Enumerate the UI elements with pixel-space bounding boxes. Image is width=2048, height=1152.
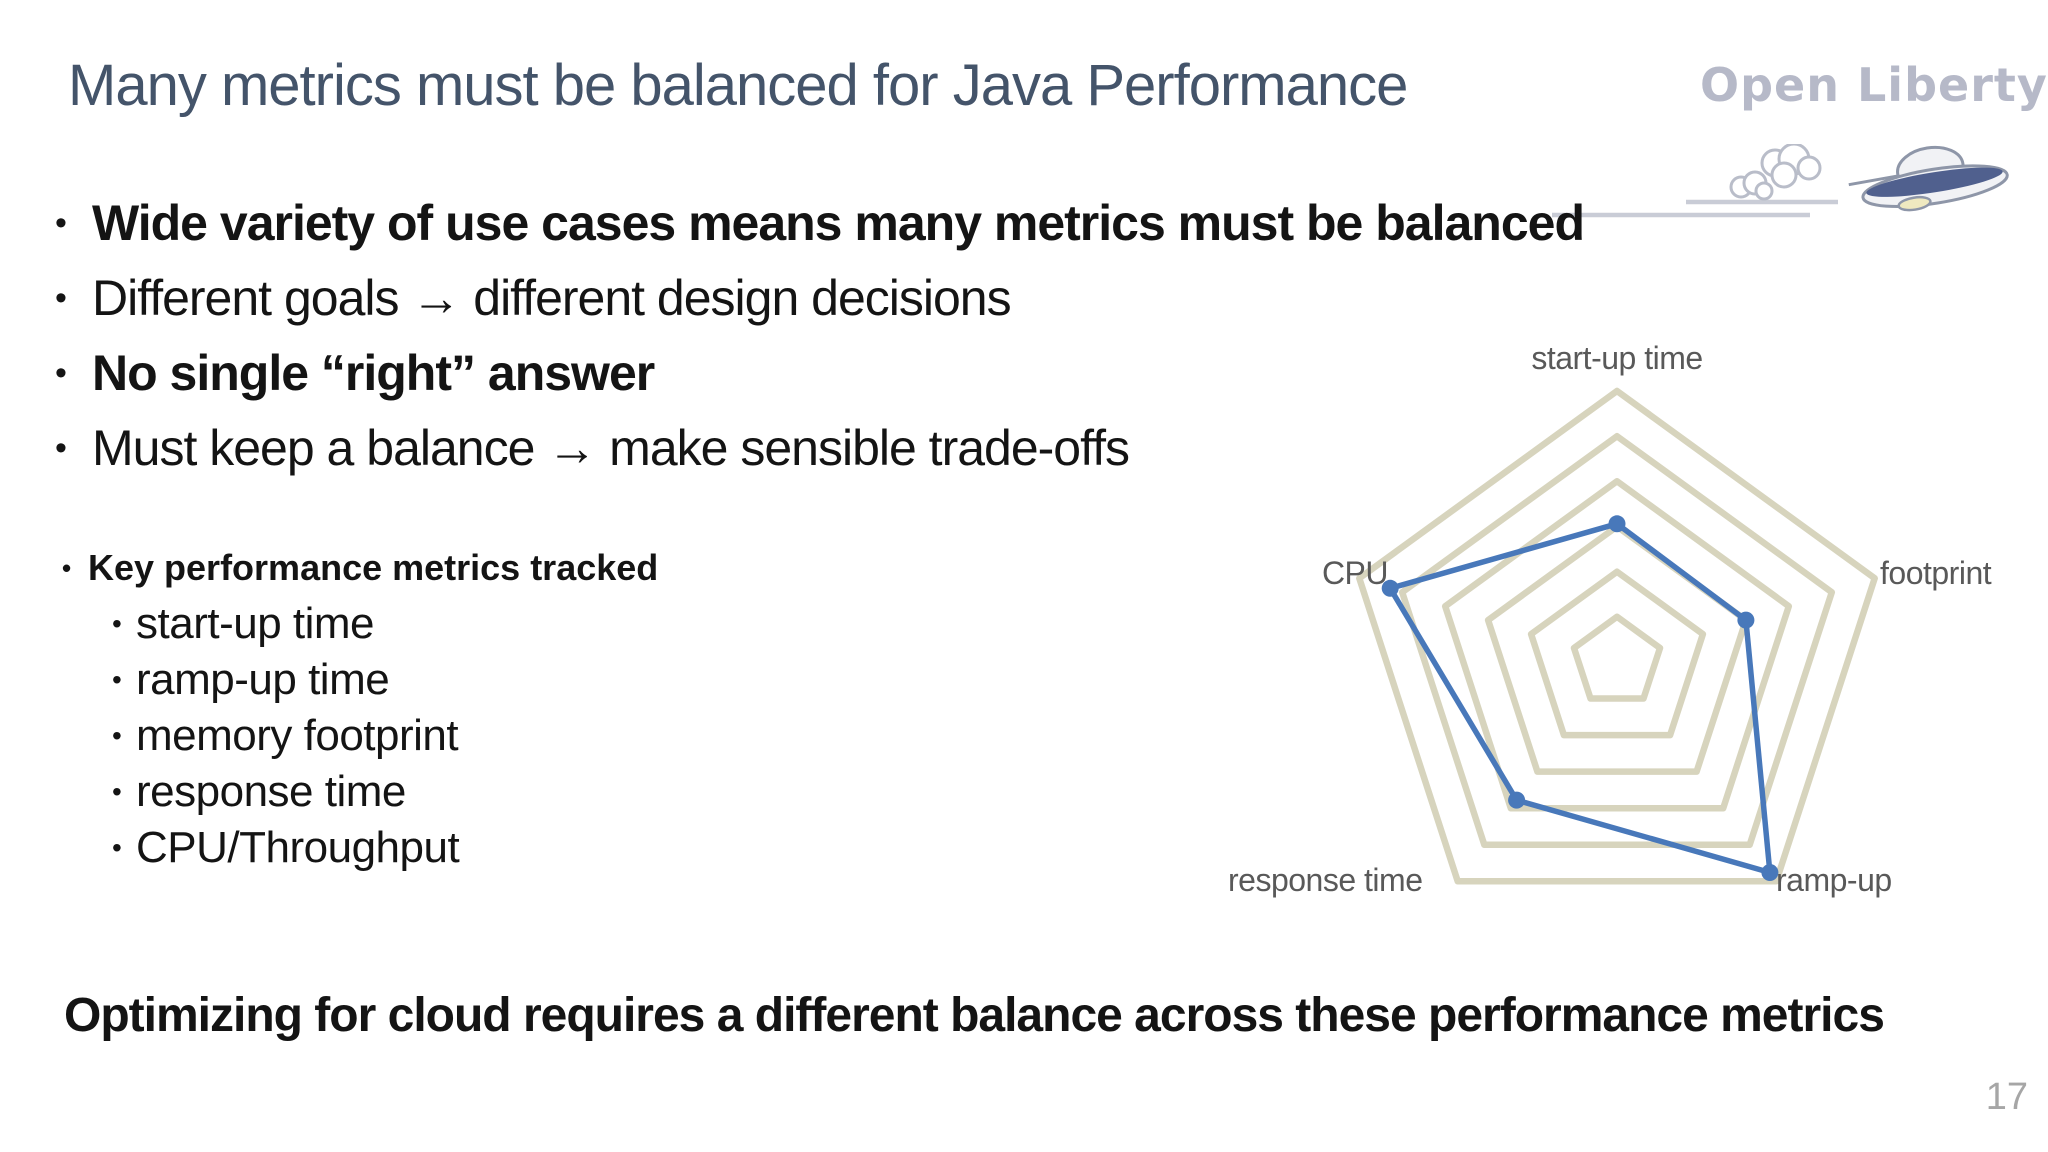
- radar-axis-label-rampup: ramp-up: [1776, 862, 1892, 898]
- radar-axis-label-startup: start-up time: [1531, 340, 1703, 376]
- bullet-item: • No single “right” answer: [55, 336, 1584, 411]
- radar-grid-ring: [1441, 478, 1793, 812]
- radar-axis-label-footprint: footprint: [1880, 555, 1992, 591]
- radar-grid-ring: [1527, 568, 1707, 739]
- metric-text: start-up time: [136, 599, 375, 648]
- list-item: • start-up time: [112, 596, 658, 652]
- bullet-marker: •: [112, 608, 122, 639]
- list-item: • memory footprint: [112, 708, 658, 764]
- key-metrics-section: • Key performance metrics tracked • star…: [62, 540, 658, 876]
- radar-chart: start-up time footprint ramp-up response…: [1180, 320, 2025, 945]
- logo-wordmark: Open Liberty: [1700, 58, 2048, 112]
- bullet-marker: •: [112, 720, 122, 751]
- takeaway-statement: Optimizing for cloud requires a differen…: [64, 989, 1885, 1042]
- radar-grid-ring: [1570, 613, 1664, 702]
- radar-data-point: [1508, 791, 1526, 809]
- radar-data-point: [1381, 579, 1399, 597]
- bullet-text: No single “right” answer: [92, 345, 655, 401]
- radar-chart-canvas: [1356, 387, 1878, 885]
- radar-axis-label-response: response time: [1228, 862, 1423, 898]
- bullet-marker: •: [112, 832, 122, 863]
- bullet-marker: •: [55, 204, 67, 242]
- bullet-text: Wide variety of use cases means many met…: [92, 195, 1585, 251]
- list-item: • CPU/Throughput: [112, 820, 658, 876]
- bullet-marker: •: [112, 776, 122, 807]
- open-liberty-logo: Open Liberty: [1700, 58, 2047, 112]
- metric-text: response time: [136, 767, 406, 816]
- smoke-clouds-icon: [1729, 144, 1822, 201]
- bullet-marker: •: [55, 429, 67, 467]
- page-title: Many metrics must be balanced for Java P…: [68, 53, 1408, 118]
- radar-series-line: [1387, 521, 1773, 876]
- key-metrics-heading: Key performance metrics tracked: [88, 547, 659, 588]
- radar-grid-ring: [1398, 432, 1836, 848]
- bullet-text: Must keep a balance → make sensible trad…: [92, 420, 1130, 476]
- bullet-item: • Different goals → different design dec…: [55, 261, 1584, 336]
- radar-data-point: [1737, 611, 1755, 629]
- bullet-marker: •: [112, 664, 122, 695]
- bullet-marker: •: [55, 354, 67, 392]
- saucer-body: [1848, 145, 2009, 212]
- bullet-marker: •: [55, 279, 67, 317]
- bullet-text: Different goals → different design decis…: [92, 270, 1012, 326]
- list-item: • ramp-up time: [112, 652, 658, 708]
- metric-text: ramp-up time: [136, 655, 390, 704]
- page-number: 17: [1985, 1076, 2028, 1118]
- radar-axis-label-cpu: CPU: [1321, 555, 1389, 591]
- radar-grid-ring: [1356, 387, 1878, 885]
- key-metrics-list: • start-up time • ramp-up time • memory …: [112, 596, 658, 876]
- radar-data-point: [1608, 515, 1626, 533]
- key-metrics-heading-row: • Key performance metrics tracked: [62, 540, 658, 596]
- bullet-marker: •: [62, 553, 72, 583]
- bullet-item: • Must keep a balance → make sensible tr…: [55, 411, 1584, 486]
- bullet-item: • Wide variety of use cases means many m…: [55, 186, 1585, 261]
- list-item: • response time: [112, 764, 658, 820]
- bullet-list: • Wide variety of use cases means many m…: [55, 186, 1585, 486]
- flying-saucer-icon: [1552, 144, 2009, 218]
- radar-data-point: [1761, 864, 1779, 881]
- metric-text: memory footprint: [136, 711, 459, 760]
- metric-text: CPU/Throughput: [136, 823, 460, 872]
